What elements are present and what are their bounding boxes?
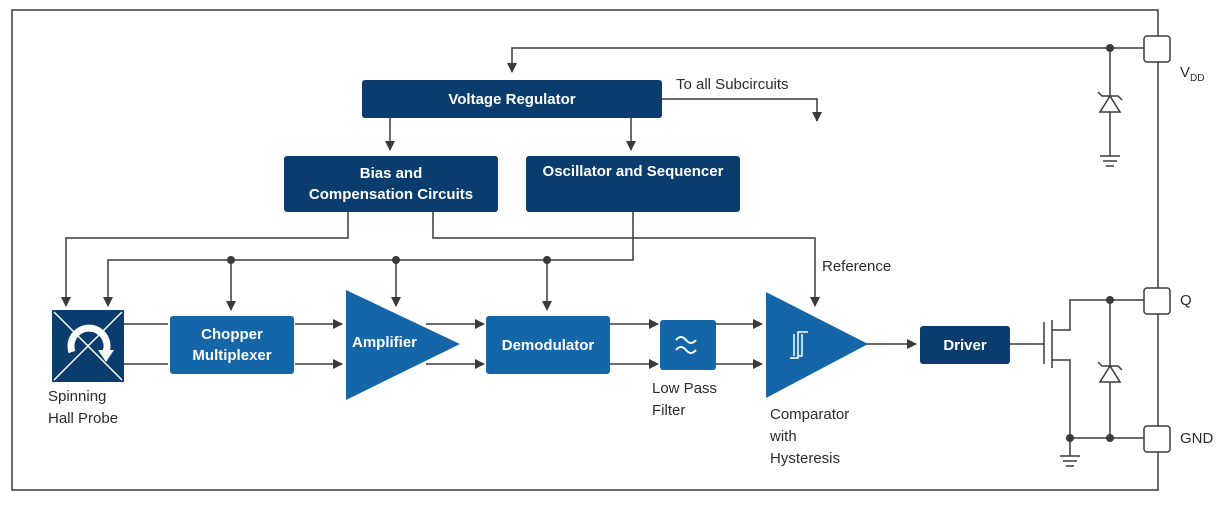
bias-to-hall-wire [61,212,349,307]
amplifier-triangle [346,290,460,400]
pin-q [1143,287,1171,315]
pin-vdd-main: V [1180,64,1191,81]
demodulator-label: Demodulator [501,336,595,354]
oscillator-sequencer-label: Oscillator and Sequencer [542,163,724,180]
chopper-multiplexer-label: Chopper Multiplexer [192,326,272,364]
filter-icon [675,336,697,354]
voltage-regulator-block: Voltage Regulator [362,80,662,118]
clock-bus-wire [103,212,634,307]
pin-gnd [1143,425,1171,453]
oscillator-sequencer-block: Oscillator and Sequencer [526,156,740,212]
pin-vdd [1143,35,1171,63]
chip-outline [11,9,1159,491]
to-all-subcircuits-wire [662,98,822,122]
voltage-regulator-label: Voltage Regulator [448,90,576,108]
junction-dots [227,44,1114,442]
pin-gnd-label: GND [1180,430,1214,447]
low-pass-filter-block [660,320,716,370]
zener-diode-q [1097,361,1123,383]
mosfet-drain-wire [1052,299,1144,331]
demodulator-block: Demodulator [486,316,610,374]
pin-vdd-label: VDD [1180,40,1204,86]
zener-diode-vdd [1097,91,1123,113]
to-all-subcircuits-label: To all Subcircuits [676,76,789,93]
comparator-triangle [766,292,868,398]
hall-probe-label: Spinning Hall Probe [48,388,119,427]
bias-compensation-label: Bias and Compensation Circuits [308,165,474,203]
hysteresis-icon [790,331,808,359]
reference-label: Reference [822,258,892,275]
pins [1143,35,1171,453]
pin-q-label: Q [1180,292,1192,309]
amplifier-label-box: Amplifier [346,330,436,354]
driver-label: Driver [943,336,987,354]
amplifier-label: Amplifier [352,333,418,351]
pin-vdd-subscript: DD [1190,73,1205,84]
driver-block: Driver [920,326,1010,364]
chopper-multiplexer-block: Chopper Multiplexer [170,316,294,374]
comparator-label: Comparator with Hysteresis [770,406,850,467]
vdd-to-regulator-wire [507,47,1144,73]
hall-probe-icon [52,310,124,382]
bias-compensation-block: Bias and Compensation Circuits [284,156,498,212]
mosfet-source-wire [1052,359,1144,439]
reference-wire [432,212,820,307]
low-pass-filter-label: Low Pass Filter [652,380,718,419]
